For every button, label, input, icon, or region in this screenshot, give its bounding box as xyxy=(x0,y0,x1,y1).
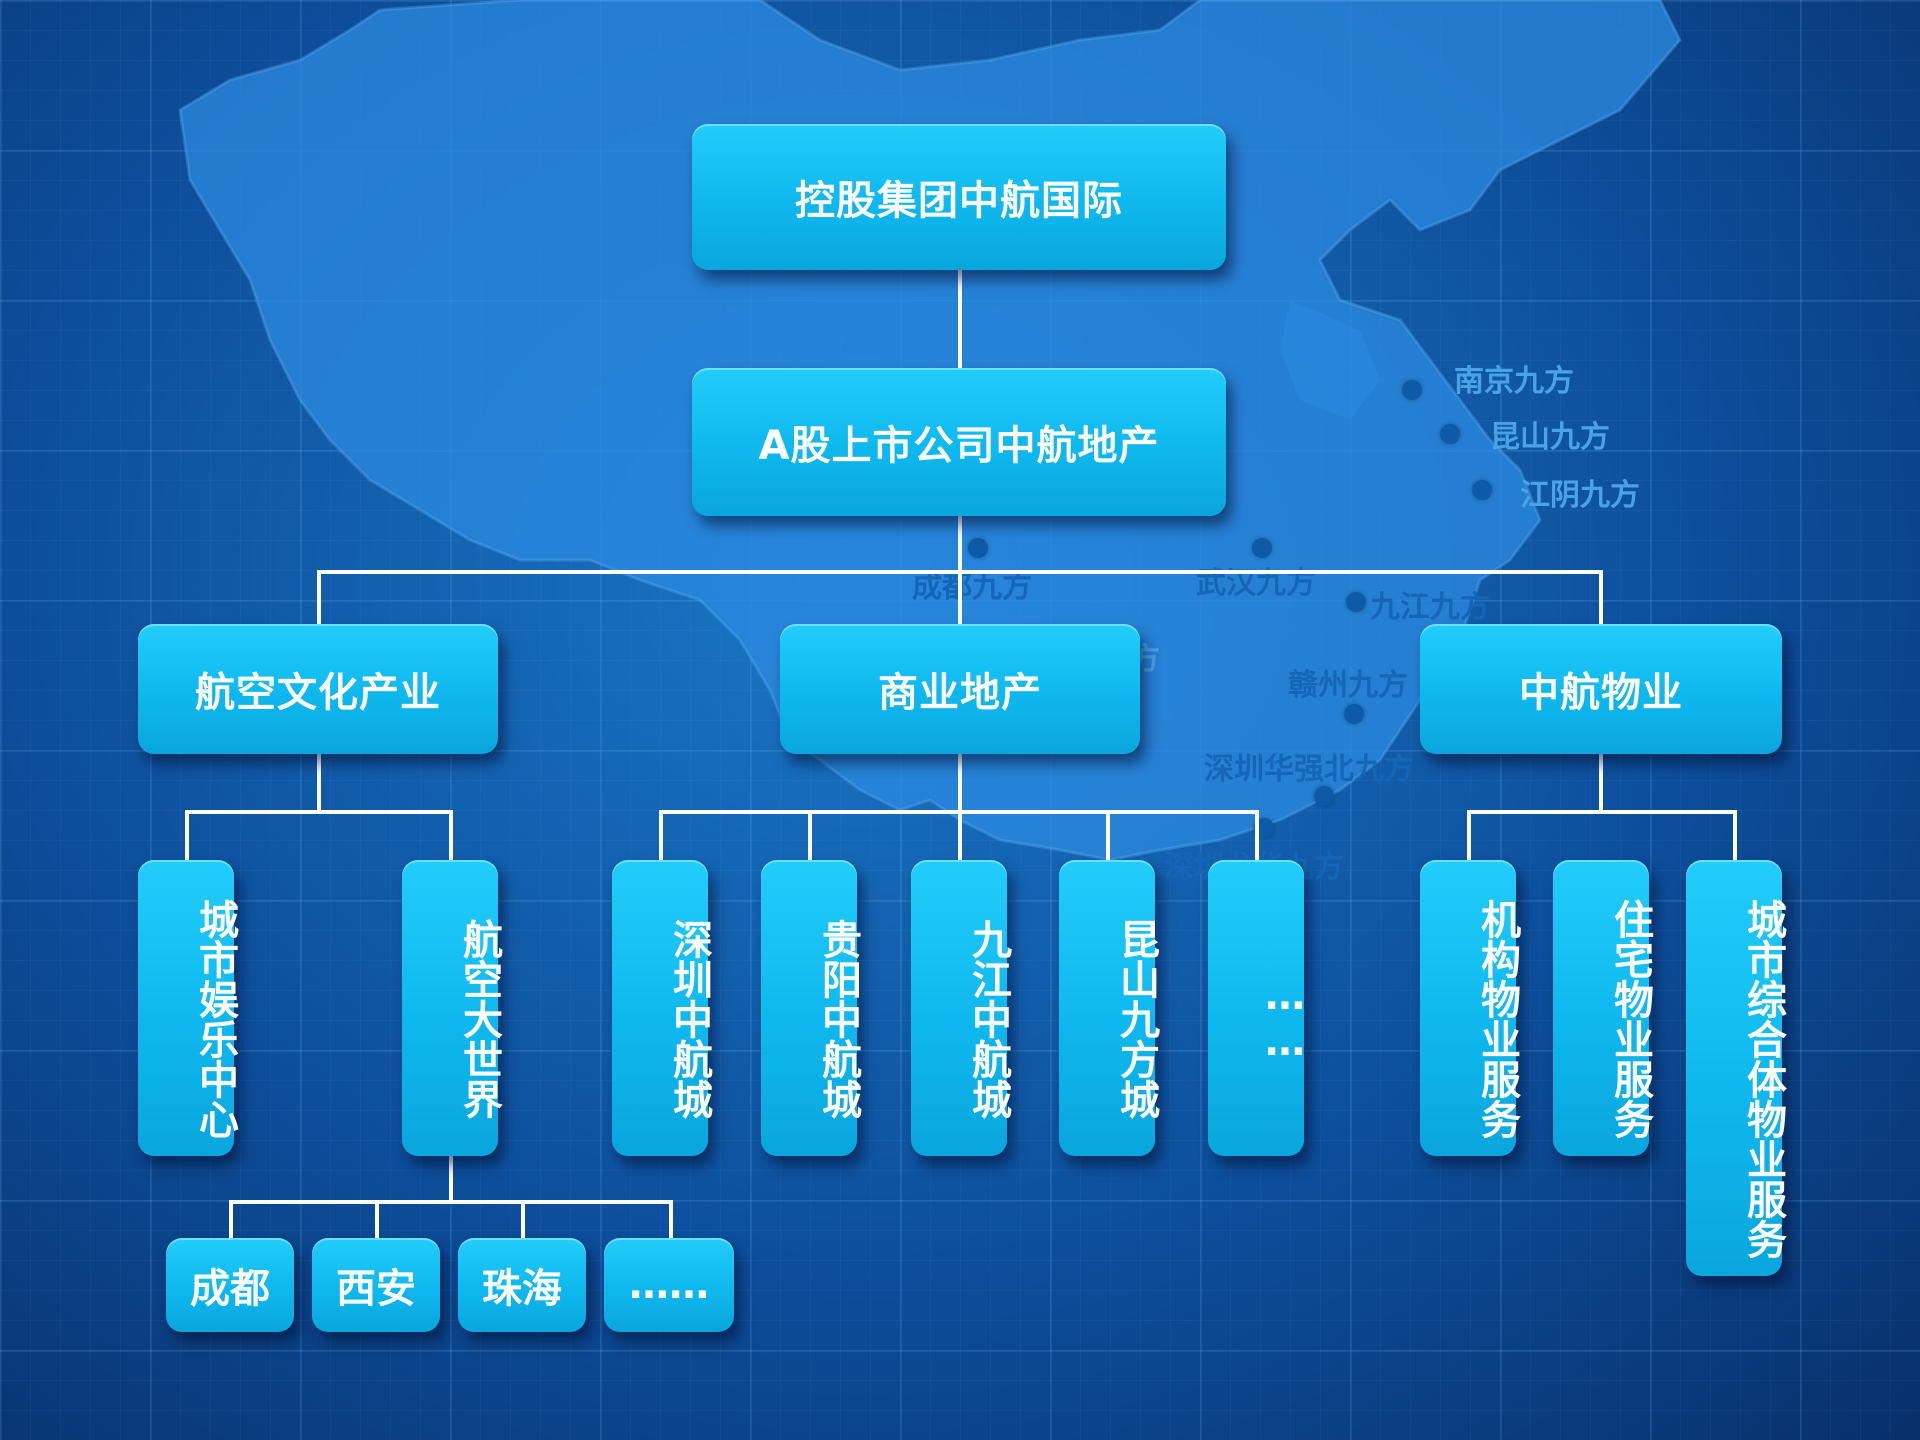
node-residential-property: 住宅物业服务 xyxy=(1553,860,1653,1156)
connector-line xyxy=(669,1200,673,1242)
map-city-label: 九江九方 xyxy=(1370,590,1490,625)
map-city-label: 南京九方 xyxy=(1454,364,1574,399)
map-marker-icon xyxy=(1346,592,1366,612)
node-aviation-culture: 航空文化产业 xyxy=(138,624,498,754)
connector-line xyxy=(808,810,812,860)
map-marker-icon xyxy=(1314,786,1334,806)
map-marker-icon xyxy=(1472,480,1492,500)
connector-line xyxy=(1467,810,1471,860)
map-marker-icon xyxy=(968,538,988,558)
node-xian: 西安 xyxy=(312,1238,440,1332)
connector-line xyxy=(1255,810,1259,860)
connector-line xyxy=(659,810,663,860)
map-city-label: 江阴九方 xyxy=(1520,478,1640,513)
connector-line xyxy=(229,1200,673,1204)
node-institutional-property: 机构物业服务 xyxy=(1420,860,1520,1156)
map-city-label: 成都九方 xyxy=(912,570,1032,605)
node-commercial-more: …… xyxy=(1208,860,1308,1156)
node-guiyang: 贵阳中航城 xyxy=(761,860,861,1156)
connector-line xyxy=(958,268,962,372)
node-city-entertainment: 城市娱乐中心 xyxy=(138,860,238,1156)
connector-line xyxy=(317,570,1603,574)
connector-line xyxy=(521,1200,525,1242)
node-second: A股上市公司中航地产 xyxy=(692,368,1226,516)
map-marker-icon xyxy=(1252,538,1272,558)
map-city-label: 武汉九方 xyxy=(1196,566,1316,601)
map-city-label: 深圳华强北九方 xyxy=(1204,752,1414,787)
map-marker-icon xyxy=(1254,818,1274,838)
node-commercial-property: 商业地产 xyxy=(780,624,1140,754)
node-top: 控股集团中航国际 xyxy=(692,124,1226,270)
connector-line xyxy=(317,752,321,812)
connector-line xyxy=(449,1156,453,1202)
node-complex-property: 城市综合体物业服务 xyxy=(1686,860,1786,1276)
connector-line xyxy=(375,1200,379,1242)
node-zhuhai: 珠海 xyxy=(458,1238,586,1332)
map-city-label: 昆山九方 xyxy=(1490,420,1610,455)
connector-line xyxy=(185,810,189,860)
connector-line xyxy=(317,570,321,628)
connector-line xyxy=(1599,752,1603,812)
connector-line xyxy=(659,810,1257,814)
connector-line xyxy=(185,810,453,814)
map-marker-icon xyxy=(1440,424,1460,444)
node-jiujiang: 九江中航城 xyxy=(911,860,1011,1156)
connector-line xyxy=(449,810,453,860)
map-city-label: 赣州九方 xyxy=(1288,668,1408,703)
node-chengdu: 成都 xyxy=(166,1238,294,1332)
connector-line xyxy=(958,752,962,860)
node-kunshan: 昆山九方城 xyxy=(1059,860,1159,1156)
node-world-more: …… xyxy=(604,1238,734,1332)
connector-line xyxy=(229,1200,233,1242)
node-shenzhen: 深圳中航城 xyxy=(612,860,712,1156)
map-marker-icon xyxy=(1402,380,1422,400)
map-marker-icon xyxy=(1344,704,1364,724)
connector-line xyxy=(1467,810,1735,814)
connector-line xyxy=(1106,810,1110,860)
connector-line xyxy=(1733,810,1737,860)
connector-line xyxy=(1599,570,1603,628)
node-aviation-world: 航空大世界 xyxy=(402,860,502,1156)
node-avic-property: 中航物业 xyxy=(1420,624,1782,754)
